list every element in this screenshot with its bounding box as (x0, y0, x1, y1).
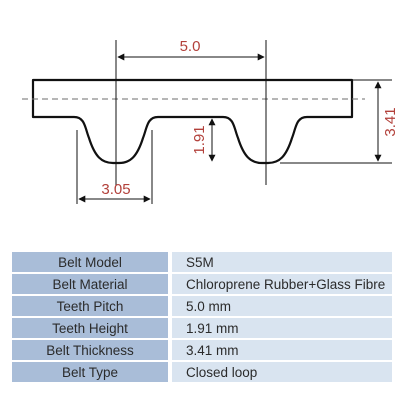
spec-value: 3.41 mm (170, 339, 392, 362)
spec-label: Teeth Height (12, 317, 172, 340)
tooth-height-dimension-label: 1.91 (191, 125, 208, 154)
spec-label: Belt Type (12, 361, 172, 382)
table-row: Belt Thickness 3.41 mm (12, 339, 392, 362)
belt-spec-table: Belt Model S5M Belt Material Chloroprene… (12, 252, 392, 382)
spec-label: Teeth Pitch (12, 295, 172, 318)
pitch-dimension-label: 5.0 (180, 38, 201, 55)
tooth-width-dimension-label: 3.05 (101, 181, 130, 198)
spec-value: 5.0 mm (170, 295, 392, 318)
table-row: Belt Type Closed loop (12, 361, 392, 382)
thickness-dimension-label: 3.41 (382, 107, 399, 136)
spec-value: S5M (170, 252, 392, 274)
table-row: Belt Model S5M (12, 252, 392, 274)
table-row: Teeth Height 1.91 mm (12, 317, 392, 340)
spec-label: Belt Material (12, 273, 172, 296)
spec-value: 1.91 mm (170, 317, 392, 340)
spec-value: Chloroprene Rubber+Glass Fibre (170, 273, 392, 296)
spec-value: Closed loop (170, 361, 392, 382)
spec-label: Belt Thickness (12, 339, 172, 362)
belt-profile-diagram: 5.0 3.41 1.91 3.05 (22, 38, 399, 204)
spec-label: Belt Model (12, 252, 172, 274)
table-row: Teeth Pitch 5.0 mm (12, 295, 392, 318)
table-row: Belt Material Chloroprene Rubber+Glass F… (12, 273, 392, 296)
